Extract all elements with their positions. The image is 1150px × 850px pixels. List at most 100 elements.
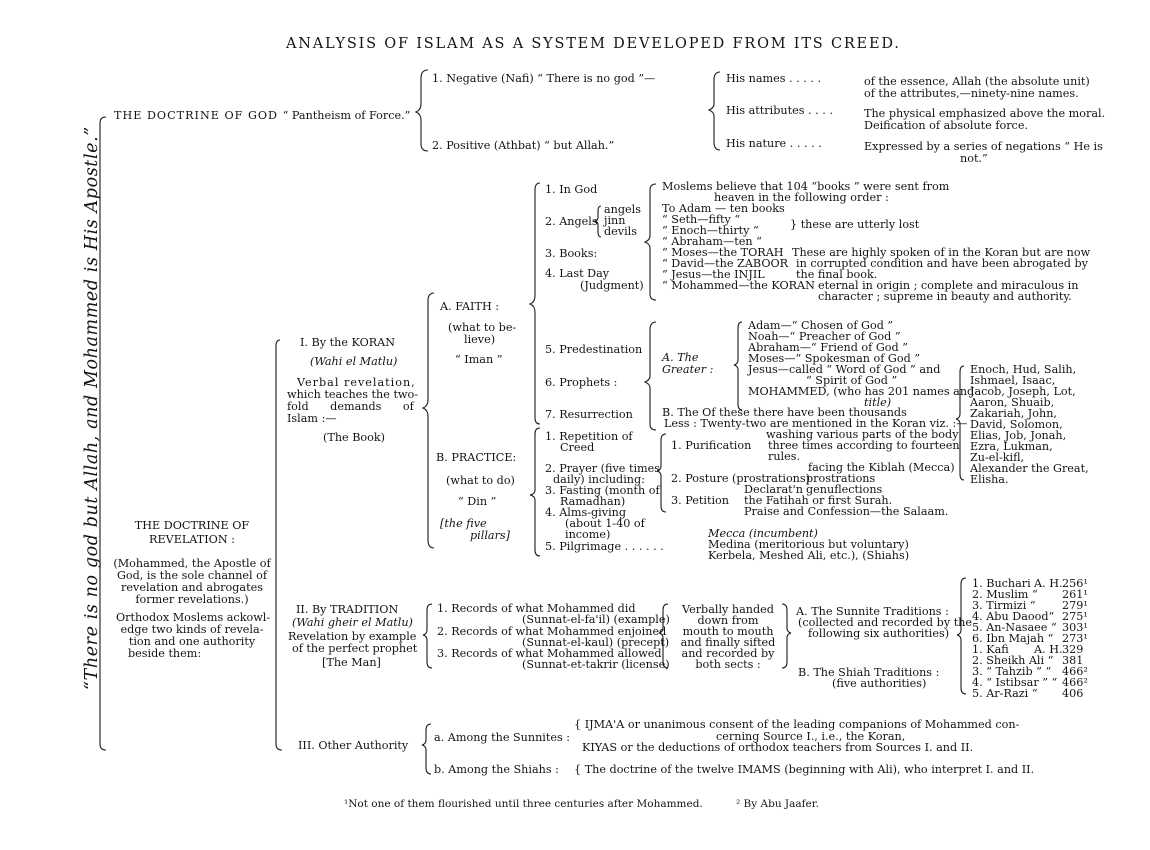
sunnite-authority-4: 4. Abu Daood“ bbox=[972, 610, 1055, 623]
revelation-note-2: God, is the sole channel of bbox=[116, 569, 268, 582]
sunnite-year-2: 261¹ bbox=[1062, 588, 1088, 601]
record-2-note: (Sunnat-el-kaul) (precept) bbox=[522, 636, 670, 649]
practice-label: B. PRACTICE: bbox=[436, 451, 517, 464]
side-motto: “There is no god but Allah, and Mohammed… bbox=[82, 126, 102, 690]
lesser-name-8: Ezra, Lukman, bbox=[970, 440, 1053, 453]
positive-item: 2. Positive (Athbat) “ but Allah.” bbox=[432, 139, 615, 152]
faith-name: “ Iman ” bbox=[455, 353, 503, 366]
greater-1: Adam—“ Chosen of God ” bbox=[748, 319, 894, 332]
nature-label: His nature . . . . . bbox=[726, 137, 822, 150]
greater-2: Noah—“ Preacher of God ” bbox=[748, 330, 901, 343]
shiah-year-2: 381 bbox=[1062, 654, 1084, 667]
practice-alms-3: income) bbox=[565, 528, 611, 541]
revelation-note-3: revelation and abrogates bbox=[121, 581, 263, 594]
greater-5: Jesus—called “ Word of God ” and bbox=[748, 363, 941, 376]
handed-3: mouth to mouth bbox=[682, 625, 774, 638]
books-lost-note: } these are utterly lost bbox=[790, 218, 920, 231]
practice-alms-2: (about 1-40 of bbox=[565, 517, 645, 530]
faith-sub-1: (what to be- bbox=[448, 321, 517, 334]
sunnite-sub-2: following six authorities) bbox=[808, 627, 950, 640]
practice-prayer-1: 2. Prayer (five times bbox=[545, 462, 660, 475]
negative-item: 1. Negative (Nafi) “ There is no god ”— bbox=[432, 72, 656, 85]
handed-brace bbox=[658, 603, 669, 669]
imams-line: { The doctrine of the twelve IMAMS (begi… bbox=[574, 763, 1035, 776]
shiah-year-1: 329 bbox=[1062, 643, 1084, 656]
sunnite-sub-1: (collected and recorded by the bbox=[798, 616, 973, 629]
prophets-brace bbox=[643, 321, 657, 431]
kiyas-line: KIYAS or the deductions of orthodox teac… bbox=[582, 741, 974, 754]
petition: 3. Petition bbox=[671, 494, 729, 507]
tradition-heading: II. By TRADITION bbox=[296, 603, 399, 616]
shiah-sub: (five authorities) bbox=[832, 677, 927, 690]
practice-sub: (what to do) bbox=[446, 474, 515, 487]
posture: 2. Posture (prostrations) bbox=[671, 472, 810, 485]
handed-6: both sects : bbox=[695, 658, 761, 671]
record-3-note: (Sunnat-et-takrir (license) bbox=[522, 658, 670, 671]
ah-label-2: A. H. bbox=[1034, 643, 1063, 656]
record-3: 3. Records of what Mohammed allowed bbox=[437, 647, 662, 660]
names-label: His names . . . . . bbox=[726, 72, 822, 85]
books-kept-2: “ David—the ZABOOR bbox=[662, 257, 789, 270]
koran-desc-2: which teaches the two- bbox=[287, 388, 419, 401]
revelation-bracket bbox=[275, 339, 283, 751]
nature-text-2: not.” bbox=[960, 152, 988, 165]
revelation-heading-1: THE DOCTRINE OF bbox=[134, 519, 250, 532]
books-lost-1: To Adam — ten books bbox=[662, 202, 785, 215]
record-1: 1. Records of what Mohammed did bbox=[437, 602, 636, 615]
shiah-authority-5: 5. Ar-Razi “ bbox=[972, 687, 1038, 700]
sunnite-authority-5: 5. An-Nasaee “ bbox=[972, 621, 1057, 634]
practice-prayer-2: daily) including: bbox=[553, 473, 645, 486]
shiah-heading: B. The Shiah Traditions : bbox=[798, 666, 940, 679]
handed-4: and finally sifted bbox=[680, 636, 776, 649]
greater-7: MOHAMMED, (who has 201 names and bbox=[748, 385, 975, 398]
sunnite-authority-2: 2. Muslim “ bbox=[972, 588, 1038, 601]
revelation-note-1: (Mohammed, the Apostle of bbox=[113, 557, 271, 570]
faith-item-angels: 2. Angels bbox=[545, 215, 598, 228]
books-kept-3: “ Jesus—the INJIL bbox=[662, 268, 765, 281]
tradition-desc-2: of the perfect prophet bbox=[292, 642, 418, 655]
handed-1: Verbally handed bbox=[682, 603, 774, 616]
purification-note-1: washing various parts of the body bbox=[766, 428, 959, 441]
ah-label-1: A. H. bbox=[1034, 577, 1063, 590]
footnote-2: ² By Abu Jaafer. bbox=[736, 798, 819, 810]
faith-item-prophets: 6. Prophets : bbox=[545, 376, 618, 389]
record-2: 2. Records of what Mohammed enjoined bbox=[437, 625, 667, 638]
books-lost-3: “ Enoch—thirty “ bbox=[662, 224, 759, 237]
books-kept-note-2: in corrupted condition and have been abr… bbox=[796, 257, 1088, 270]
shiah-authority-3: 3. “ Tahzib ” “ bbox=[972, 665, 1052, 678]
faith-item-judgment: (Judgment) bbox=[580, 279, 644, 292]
practice-creed-2: Creed bbox=[560, 441, 595, 454]
handed-2: down from bbox=[697, 614, 759, 627]
sunnite-authority-6: 6. Ibn Majah “ bbox=[972, 632, 1054, 645]
greater-8: title) bbox=[864, 396, 892, 409]
books-lost-2: “ Seth—fifty “ bbox=[662, 213, 741, 226]
angel-kind-1: angels bbox=[604, 203, 641, 216]
lesser-name-3: Jacob, Joseph, Lot, bbox=[970, 385, 1076, 398]
greater-4: Moses—“ Spokesman of God ” bbox=[748, 352, 921, 365]
angel-kind-3: devils bbox=[604, 225, 637, 238]
sunnite-year-6: 273¹ bbox=[1062, 632, 1088, 645]
faith-brace bbox=[528, 182, 541, 425]
sunnite-authority-1: 1. Buchari bbox=[972, 577, 1031, 590]
greater-label-2: Greater : bbox=[662, 363, 714, 376]
practice-brace bbox=[529, 427, 541, 557]
faith-item-god: 1. In God bbox=[545, 183, 598, 196]
page-title: ANALYSIS OF ISLAM AS A SYSTEM DEVELOPED … bbox=[286, 36, 901, 52]
faith-item-resurrection: 7. Resurrection bbox=[545, 408, 633, 421]
sunnite-year-4: 275¹ bbox=[1062, 610, 1088, 623]
sunnite-year-5: 303¹ bbox=[1062, 621, 1088, 634]
books-kept-note-1: These are highly spoken of in the Koran … bbox=[792, 246, 1091, 259]
greater-3: Abraham—“ Friend of God ” bbox=[748, 341, 908, 354]
authorities-brace bbox=[956, 577, 967, 695]
faith-item-books: 3. Books: bbox=[545, 247, 598, 260]
petition-note-3: Praise and Confession—the Salaam. bbox=[744, 505, 949, 518]
posture-note-1: facing the Kiblah (Mecca) bbox=[808, 461, 955, 474]
koran-desc-4: Islam :— bbox=[287, 412, 337, 425]
purification: 1. Purification bbox=[671, 439, 752, 452]
ijma-line-2: cerning Source I., i.e., the Koran, bbox=[716, 730, 906, 743]
tradition-desc-1: Revelation by example bbox=[288, 630, 417, 643]
greater-brace bbox=[733, 321, 743, 411]
petition-note-2: the Fatihah or first Surah. bbox=[744, 494, 893, 507]
faith-item-predestination: 5. Predestination bbox=[545, 343, 643, 356]
